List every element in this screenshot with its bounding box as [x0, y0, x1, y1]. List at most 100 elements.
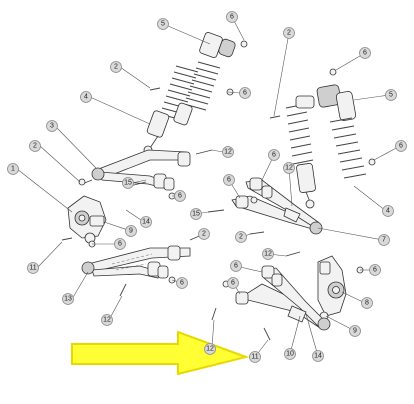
right-shock-absorber	[285, 84, 367, 209]
callout-label: 2	[202, 231, 206, 238]
callout-2: 2	[110, 61, 122, 73]
callout-circle	[80, 91, 92, 103]
callout-5: 5	[385, 89, 397, 101]
callout-6: 6	[176, 277, 188, 289]
callout-11: 11	[27, 262, 39, 274]
callout-circle	[140, 216, 152, 228]
callout-label: 12	[264, 251, 272, 258]
callout-circle	[312, 350, 324, 362]
left-upper-a-arm	[91, 149, 191, 191]
callout-circle	[226, 11, 238, 23]
callout-14: 14	[140, 216, 152, 228]
callout-7: 7	[378, 234, 390, 246]
callout-circle	[222, 146, 234, 158]
callout-9: 9	[125, 225, 137, 237]
callout-12: 12	[101, 314, 113, 326]
callout-2: 2	[235, 231, 247, 243]
callout-label: 5	[389, 92, 393, 99]
callout-circle	[395, 140, 407, 152]
callout-circle	[249, 351, 261, 363]
callout-circle	[283, 27, 295, 39]
callout-12: 12	[283, 162, 295, 174]
callout-circle	[369, 264, 381, 276]
callout-14: 14	[312, 350, 324, 362]
callout-6: 6	[239, 87, 251, 99]
callout-circle	[235, 231, 247, 243]
callout-circle	[29, 140, 41, 152]
callout-label: 14	[314, 353, 322, 360]
callout-circle	[7, 163, 19, 175]
callout-label: 9	[129, 228, 133, 235]
callout-label: 2	[33, 143, 37, 150]
callout-circle	[198, 228, 210, 240]
callout-label: 6	[399, 143, 403, 150]
right-steering-knuckle	[317, 255, 347, 321]
callout-label: 12	[103, 317, 111, 324]
callout-4: 4	[80, 91, 92, 103]
callout-circle	[190, 208, 202, 220]
callout-label: 10	[286, 351, 294, 358]
callout-label: 6	[180, 280, 184, 287]
callout-5: 5	[157, 18, 169, 30]
callout-4: 4	[382, 205, 394, 217]
callout-circle	[122, 177, 134, 189]
callout-12: 12	[222, 146, 234, 158]
callout-circle	[283, 162, 295, 174]
callout-label: 15	[124, 180, 132, 187]
callout-6: 6	[395, 140, 407, 152]
callout-label: 6	[178, 193, 182, 200]
callout-label: 6	[231, 280, 235, 287]
callout-6: 6	[268, 149, 280, 161]
callout-2: 2	[29, 140, 41, 152]
left-steering-knuckle	[67, 195, 107, 244]
callout-circle	[349, 325, 361, 337]
right-upper-a-arm	[231, 177, 323, 235]
callout-6: 6	[226, 11, 238, 23]
callout-label: 6	[373, 267, 377, 274]
callout-6: 6	[223, 174, 235, 186]
callout-label: 11	[29, 265, 36, 272]
callout-6: 6	[174, 190, 186, 202]
callout-8: 8	[361, 297, 373, 309]
callout-label: 5	[161, 21, 165, 28]
callout-circle	[125, 225, 137, 237]
callout-label: 6	[118, 241, 122, 248]
callout-2: 2	[198, 228, 210, 240]
callout-label: 2	[114, 64, 118, 71]
callout-circle	[62, 293, 74, 305]
callout-label: 6	[230, 14, 234, 21]
callout-15: 15	[190, 208, 202, 220]
callout-label: 6	[243, 90, 247, 97]
callout-label: 14	[142, 219, 150, 226]
callout-circle	[385, 89, 397, 101]
callout-label: 4	[84, 94, 88, 101]
callout-circle	[268, 149, 280, 161]
callout-label: 12	[285, 165, 293, 172]
callout-label: 4	[386, 208, 390, 215]
callout-label: 15	[192, 211, 200, 218]
callout-label: 7	[382, 237, 386, 244]
callout-circle	[101, 314, 113, 326]
callout-6: 6	[114, 238, 126, 250]
callout-circle	[46, 120, 58, 132]
callout-10: 10	[284, 348, 296, 360]
callout-label: 6	[227, 177, 231, 184]
bolts	[61, 40, 376, 341]
callout-circle	[110, 61, 122, 73]
callout-circle	[262, 248, 274, 260]
callout-6: 6	[230, 260, 242, 272]
callout-label: 2	[287, 30, 291, 37]
callout-6: 6	[359, 47, 371, 59]
right-lower-a-arm	[235, 265, 331, 331]
callout-circle	[204, 343, 216, 355]
callout-circle	[157, 18, 169, 30]
callout-2: 2	[283, 27, 295, 39]
callout-label: 6	[234, 263, 238, 270]
left-lower-a-arm	[81, 245, 191, 279]
callout-1: 1	[7, 163, 19, 175]
callout-15: 15	[122, 177, 134, 189]
callout-6: 6	[369, 264, 381, 276]
callout-label: 6	[363, 50, 367, 57]
